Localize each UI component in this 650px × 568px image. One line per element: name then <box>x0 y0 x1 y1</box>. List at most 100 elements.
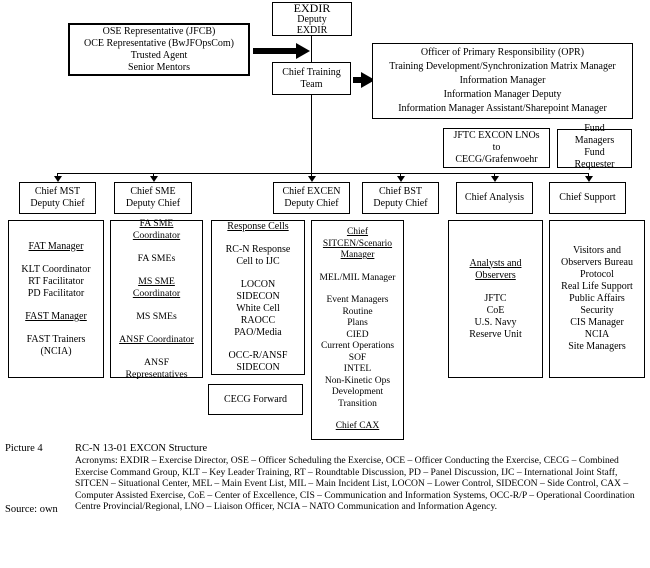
box-line: Deputy <box>297 14 327 25</box>
box-cecg-forward: CECG Forward <box>208 384 303 415</box>
connector-exdir-to-training <box>311 36 312 62</box>
box-ose-oce-representatives: OSE Representative (JFCB) OCE Representa… <box>68 23 250 76</box>
box-line: Routine <box>342 306 373 317</box>
box-line: MS SME Coordinator <box>132 275 181 299</box>
box-line: White Cell <box>236 303 280 314</box>
caption-acronyms-line: Acronyms: EXDIR – Exercise Director, OSE… <box>75 455 619 466</box>
box-line: Public Affairs <box>569 293 625 304</box>
box-line: Current Operations <box>320 341 395 352</box>
box-line: Information Manager <box>459 75 546 86</box>
caption-acronyms-line: SITCEN – Situational Center, MEL – Main … <box>75 478 629 490</box>
box-line: MEL/MIL Manager <box>319 272 396 283</box>
box-line: Deputy Chief <box>284 198 339 209</box>
box-line: Training Development/Synchronization Mat… <box>389 61 616 72</box>
box-line: Real Life Support <box>561 281 633 292</box>
box-line: Non-Kinetic Ops <box>324 375 391 386</box>
box-line: Requester <box>574 159 615 170</box>
box-line: Chief Analysis <box>464 192 525 203</box>
box-line: PD Facilitator <box>27 287 85 299</box>
box-line: Chief Support <box>559 192 616 203</box>
box-chief-sme: Chief SME Deputy Chief <box>114 182 192 214</box>
box-line: LOCON <box>240 279 276 290</box>
arrow-right-icon <box>253 48 296 54</box>
box-line: Officer of Primary Responsibility (OPR) <box>420 47 585 58</box>
box-line: Protocol <box>580 269 614 280</box>
box-text: Fund Managers Fund Requester <box>575 123 615 171</box>
box-line: to <box>492 142 501 153</box>
box-line: JFTC <box>484 292 507 304</box>
box-chief-excen: Chief EXCEN Deputy Chief <box>273 182 350 214</box>
box-line: Site Managers <box>568 341 626 352</box>
box-line: FA SMEs <box>137 252 176 264</box>
box-line: ANSF Representatives <box>125 356 188 380</box>
box-line: MS SMEs <box>136 310 177 322</box>
box-line: Information Manager Deputy <box>443 89 562 100</box>
box-line: Development <box>331 387 384 398</box>
box-line: Deputy Chief <box>125 198 181 209</box>
arrow-right-icon <box>296 43 310 59</box>
arrow-down-icon <box>491 176 499 182</box>
box-line: CECG/Grafenwoehr <box>455 154 538 165</box>
box-response-cells: Response Cells RC-N Response Cell to IJC… <box>211 220 305 375</box>
box-line: RAOCC <box>240 315 276 326</box>
box-line: CIED <box>346 329 369 340</box>
box-line: Analysts and Observers <box>469 257 522 281</box>
arrow-down-icon <box>585 176 593 182</box>
connector-drop-support <box>588 173 589 177</box>
box-mst-team: FAT Manager KLT Coordinator RT Facilitat… <box>8 220 104 378</box>
connector-drop-mst <box>57 173 58 177</box>
connector-drop-sme <box>153 173 154 177</box>
box-chief-training-team: Chief Training Team <box>272 62 351 95</box>
box-line: SIDECON <box>236 291 280 302</box>
box-line: OCC-R/ANSF SIDECON <box>228 350 288 373</box>
box-line: Chief SME <box>130 186 176 197</box>
box-sitcen-team: Chief SITCEN/Scenario Manager MEL/MIL Ma… <box>311 220 404 440</box>
box-sme-team: FA SME Coordinator FA SMEs MS SME Coordi… <box>110 218 203 380</box>
box-line: FAST Trainers (NCIA) <box>26 333 86 357</box>
box-line: Fund <box>584 123 605 134</box>
box-analysts-observers: Analysts and Observers JFTC CoE U.S. Nav… <box>448 220 543 378</box>
box-line: Security <box>580 305 614 316</box>
arrow-down-icon <box>150 176 158 182</box>
caption-acronyms-line: Computer Assisted Exercise, CoE – Center… <box>75 489 635 501</box>
box-line: RT Facilitator <box>28 275 84 287</box>
box-line: Deputy Chief <box>373 198 428 209</box>
box-opr: Officer of Primary Responsibility (OPR) … <box>372 43 633 119</box>
arrow-down-icon <box>397 176 405 182</box>
caption-source: Source: own <box>5 504 58 515</box>
box-line: OSE Representative (JFCB) <box>102 25 216 37</box>
box-line: CECG Forward <box>223 393 288 405</box>
box-line: JFTC EXCON LNOs <box>453 130 540 141</box>
box-line: PAO/Media <box>234 327 282 338</box>
box-line: Trusted Agent <box>130 49 188 61</box>
connector-drop-analysis <box>494 173 495 177</box>
box-chief-analysis: Chief Analysis <box>456 182 533 214</box>
box-line: EXDIR <box>296 24 328 36</box>
box-line: FAST Manager <box>25 310 87 322</box>
box-line: Team <box>300 78 323 90</box>
caption-label: Picture 4 <box>5 443 43 454</box>
connector-drop-excen <box>311 173 312 177</box>
box-line: ANSF Coordinator <box>119 333 194 345</box>
box-line: CoE <box>486 304 505 316</box>
box-line: FAT Manager <box>28 240 84 252</box>
box-line: Transition <box>338 398 377 409</box>
box-jftc-excon-lnos: JFTC EXCON LNOs to CECG/Grafenwoehr <box>443 128 550 168</box>
box-line: Fund <box>584 147 605 158</box>
box-line: Plans <box>347 318 368 329</box>
caption-acronyms-line: Exercise Command Group, KLT – Key Leader… <box>75 466 618 478</box>
connector-bus-line <box>57 173 589 174</box>
box-chief-bst: Chief BST Deputy Chief <box>362 182 439 214</box>
box-line: Senior Mentors <box>128 61 190 73</box>
box-line: Chief CAX <box>335 421 380 432</box>
box-line: Reserve Unit <box>469 328 522 340</box>
box-support-team: Visitors and Observers Bureau Protocol R… <box>549 220 645 378</box>
arrow-right-icon <box>353 77 361 83</box>
box-exdir: EXDIR Deputy EXDIR <box>272 2 352 36</box>
caption-title: RC-N 13-01 EXCON Structure <box>75 443 208 454</box>
box-line: INTEL <box>343 364 372 375</box>
box-line: U.S. Navy <box>474 316 517 328</box>
box-line: RC-N Response Cell to IJC <box>225 244 291 267</box>
arrow-down-icon <box>54 176 62 182</box>
